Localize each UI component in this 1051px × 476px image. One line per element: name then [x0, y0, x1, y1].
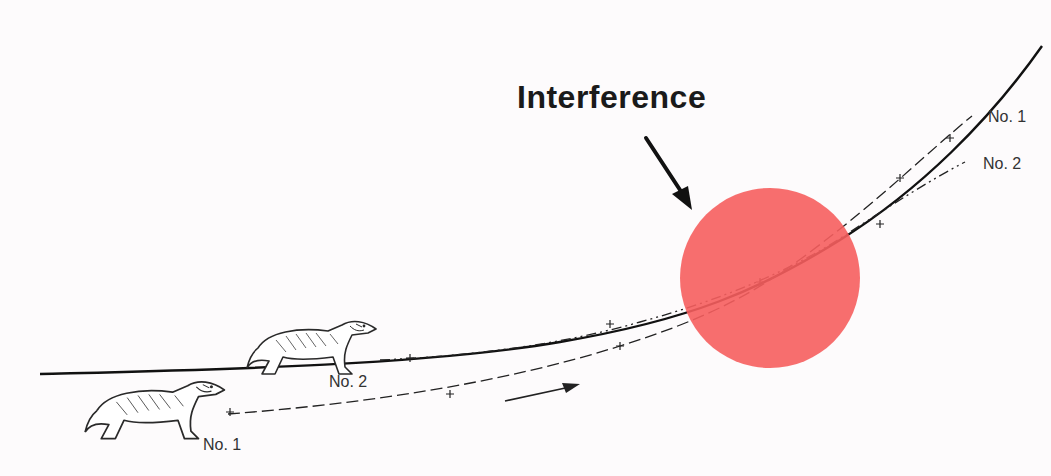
dog-path [380, 162, 965, 360]
dog-path [228, 116, 972, 414]
pointer-arrow [646, 138, 684, 196]
track-rail [40, 46, 1042, 374]
interference-zone [680, 188, 860, 368]
callout-text: Interference [517, 80, 706, 115]
greyhound [85, 382, 224, 439]
dog-number: No. 2 [329, 373, 367, 391]
dog-number: No. 1 [203, 436, 241, 454]
pointer-arrowhead [672, 186, 692, 210]
dog-number: No. 2 [983, 155, 1021, 173]
path-tick [226, 134, 954, 416]
direction-arrowhead [562, 383, 580, 393]
direction-arrow [505, 387, 570, 401]
greyhound [247, 322, 376, 374]
dog-number: No. 1 [988, 108, 1026, 126]
